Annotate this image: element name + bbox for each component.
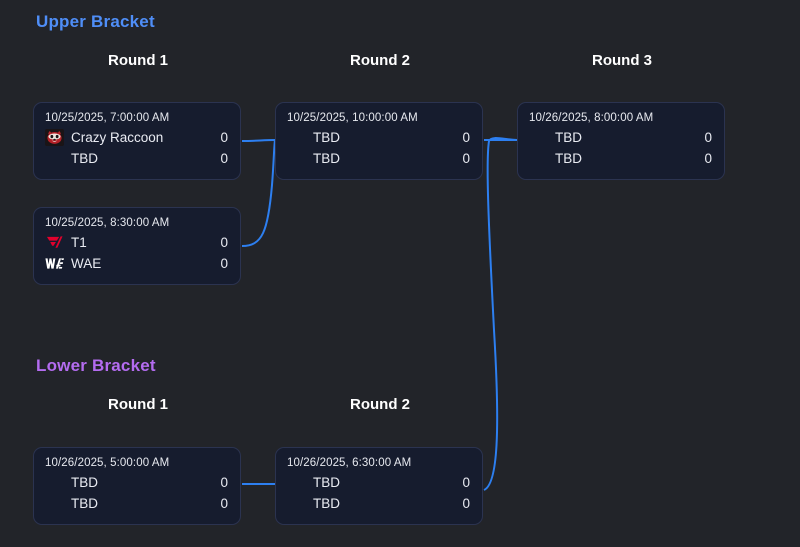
wae-logo	[45, 255, 64, 272]
match-time: 10/25/2025, 8:30:00 AM	[45, 217, 170, 229]
team-score: 0	[220, 151, 228, 166]
team-name: TBD	[71, 151, 98, 166]
team-row[interactable]: TBD 0	[529, 127, 713, 148]
team-row[interactable]: TBD 0	[287, 148, 471, 169]
match-time: 10/25/2025, 7:00:00 AM	[45, 112, 170, 124]
team-name: TBD	[71, 475, 98, 490]
lower-round-1-title: Round 1	[108, 396, 168, 413]
t1-logo	[45, 234, 64, 251]
match-card[interactable]: 10/26/2025, 5:00:00 AM TBD 0 TBD 0	[33, 447, 241, 525]
team-name: Crazy Raccoon	[71, 130, 164, 145]
upper-round-3-title: Round 3	[592, 52, 652, 69]
lower-bracket-title: Lower Bracket	[36, 356, 156, 375]
team-score: 0	[462, 496, 470, 511]
match-card[interactable]: 10/25/2025, 8:30:00 AM T1 0	[33, 207, 241, 285]
upper-round-1-title: Round 1	[108, 52, 168, 69]
team-name: TBD	[555, 130, 582, 145]
team-row[interactable]: Crazy Raccoon 0	[45, 127, 229, 148]
team-row[interactable]: TBD 0	[45, 472, 229, 493]
match-time: 10/26/2025, 6:30:00 AM	[287, 457, 412, 469]
team-row[interactable]: T1 0	[45, 232, 229, 253]
team-name: T1	[71, 235, 87, 250]
team-name: WAE	[71, 256, 102, 271]
team-row[interactable]: TBD 0	[287, 472, 471, 493]
team-score: 0	[220, 130, 228, 145]
team-row[interactable]: TBD 0	[45, 493, 229, 514]
team-name: TBD	[555, 151, 582, 166]
match-card[interactable]: 10/26/2025, 8:00:00 AM TBD 0 TBD 0	[517, 102, 725, 180]
match-time: 10/25/2025, 10:00:00 AM	[287, 112, 418, 124]
connector-ub-r1m1-to-r2	[241, 139, 276, 142]
connector-ub-r1m2-to-r2	[241, 139, 276, 247]
team-name: TBD	[313, 496, 340, 511]
upper-bracket-title: Upper Bracket	[36, 12, 155, 31]
team-name: TBD	[313, 130, 340, 145]
upper-round-2-title: Round 2	[350, 52, 410, 69]
team-name: TBD	[313, 475, 340, 490]
team-row[interactable]: TBD 0	[529, 148, 713, 169]
lower-round-2-title: Round 2	[350, 396, 410, 413]
team-row[interactable]: WAE 0	[45, 253, 229, 274]
match-time: 10/26/2025, 5:00:00 AM	[45, 457, 170, 469]
connector-lb-r2-to-ub-r3	[483, 137, 518, 491]
team-score: 0	[462, 475, 470, 490]
team-row[interactable]: TBD 0	[287, 127, 471, 148]
team-score: 0	[220, 475, 228, 490]
team-score: 0	[462, 130, 470, 145]
match-card[interactable]: 10/25/2025, 10:00:00 AM TBD 0 TBD 0	[275, 102, 483, 180]
match-card[interactable]: 10/26/2025, 6:30:00 AM TBD 0 TBD 0	[275, 447, 483, 525]
team-score: 0	[462, 151, 470, 166]
team-name: TBD	[71, 496, 98, 511]
team-score: 0	[220, 256, 228, 271]
match-time: 10/26/2025, 8:00:00 AM	[529, 112, 654, 124]
team-score: 0	[220, 496, 228, 511]
team-row[interactable]: TBD 0	[287, 493, 471, 514]
team-row[interactable]: TBD 0	[45, 148, 229, 169]
team-name: TBD	[313, 151, 340, 166]
team-score: 0	[704, 151, 712, 166]
team-score: 0	[704, 130, 712, 145]
match-card[interactable]: 10/25/2025, 7:00:00 AM Crazy Raccoon 0	[33, 102, 241, 180]
team-score: 0	[220, 235, 228, 250]
crazy-raccoon-logo	[45, 129, 64, 146]
